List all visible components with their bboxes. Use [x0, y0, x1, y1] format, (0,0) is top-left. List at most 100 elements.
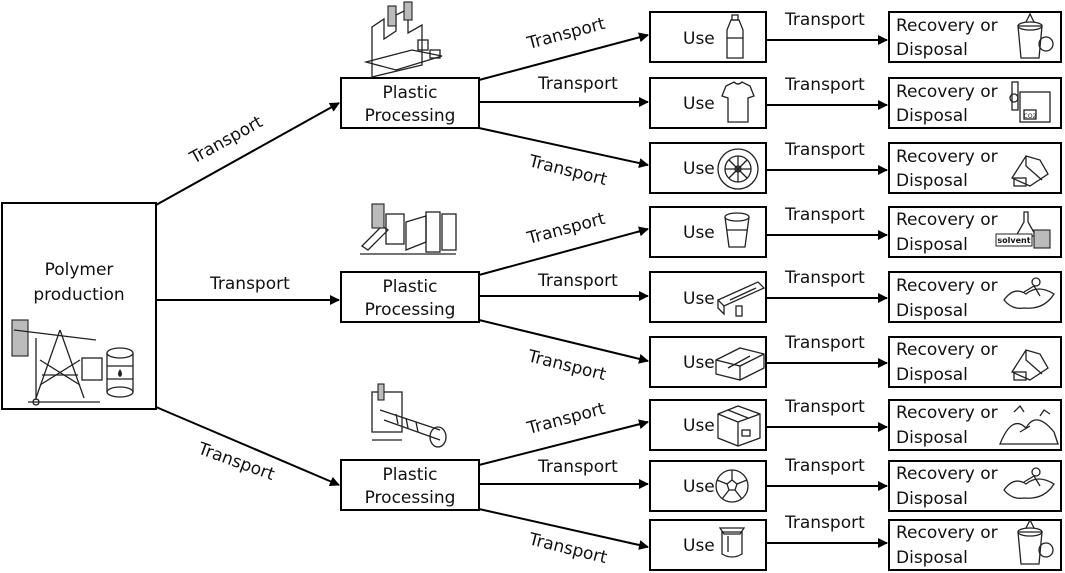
use-node-1: Use: [649, 11, 767, 63]
polymer-production-node: Polymer production: [1, 202, 157, 410]
recovery-label-1-line1: Recovery or: [896, 16, 998, 36]
recovery-label-5-line2: Disposal: [896, 301, 968, 321]
transport-label-r5: Transport: [784, 268, 865, 288]
cup-icon: [724, 212, 750, 248]
use-label-2: Use: [683, 94, 715, 114]
recovery-node-4: Recovery or Disposal solvent: [888, 206, 1062, 258]
shredder-machine-icon: [1011, 155, 1049, 187]
shredder-machine-icon-2: [1011, 349, 1049, 381]
use-label-7: Use: [683, 416, 715, 436]
processing-label-1-line1: Plastic: [383, 83, 438, 103]
pipe-machine-icon: [371, 383, 447, 448]
use-node-4: Use: [649, 206, 767, 258]
use-box-1: [649, 11, 767, 63]
recovery-node-1: Recovery or Disposal: [888, 11, 1062, 63]
recovery-node-7: Recovery or Disposal: [888, 399, 1062, 451]
use-node-2: Use: [649, 77, 767, 129]
transport-label-u2: Transport: [537, 74, 618, 94]
factory-icon: [363, 1, 443, 78]
sofa-icon: [715, 347, 765, 381]
recovery-label-1-line2: Disposal: [896, 40, 968, 60]
use-label-5: Use: [683, 289, 715, 309]
use-label-6: Use: [683, 353, 715, 373]
transport-label-p3: Transport: [194, 439, 277, 486]
recovery-label-2-line1: Recovery or: [896, 82, 998, 102]
use-node-6: Use: [649, 336, 767, 388]
processing-label-1-line2: Processing: [365, 106, 456, 126]
processing-label-2-line1: Plastic: [383, 277, 438, 297]
transport-label-r1: Transport: [784, 10, 865, 30]
solvent-flask-icon: solvent: [995, 211, 1051, 249]
extrusion-machine-icon: [360, 203, 457, 255]
use-label-8: Use: [683, 477, 715, 497]
recovery-label-6-line1: Recovery or: [896, 340, 998, 360]
tire-icon: [717, 148, 759, 190]
recovery-label-2-line2: Disposal: [896, 106, 968, 126]
edge-proc3-to-use9: [478, 508, 649, 550]
recovery-label-4-line2: Disposal: [896, 235, 968, 255]
recovery-box-7: [888, 399, 1062, 451]
transport-label-u6: Transport: [525, 346, 609, 385]
recovery-label-7-line2: Disposal: [896, 428, 968, 448]
transport-label-r2: Transport: [784, 75, 865, 95]
bin-liner-icon: [718, 527, 746, 558]
edge-proc1-to-use3: [478, 127, 649, 168]
use-label-1: Use: [683, 29, 715, 49]
bottle-icon: [726, 14, 744, 59]
use-box-2: [649, 77, 767, 129]
soccer-ball-icon: [715, 469, 749, 503]
transport-label-u7: Transport: [524, 399, 608, 439]
recovery-box-4: [888, 206, 1062, 258]
recovery-node-8: Recovery or Disposal: [888, 460, 1062, 512]
use-node-9: Use: [649, 519, 767, 571]
recovery-node-5: Recovery or Disposal: [888, 271, 1062, 323]
recovery-label-9-line2: Disposal: [896, 548, 968, 568]
edge-proc3-to-use7: [478, 419, 649, 466]
landfill-icon: [999, 404, 1059, 445]
use-node-8: Use: [649, 460, 767, 512]
edge-proc2-to-use4: [478, 226, 649, 276]
trash-bin-icon: [1017, 12, 1054, 59]
recovery-label-3-line2: Disposal: [896, 171, 968, 191]
plastic-processing-node-3: Plastic Processing: [340, 459, 480, 511]
recovery-box-2: [888, 77, 1062, 129]
tshirt-icon: [721, 81, 755, 123]
transport-label-r3: Transport: [784, 140, 865, 160]
recovery-label-8-line1: Recovery or: [896, 464, 998, 484]
co2-label: CO2: [1024, 113, 1037, 120]
edge-proc1-to-use1: [478, 32, 649, 81]
recovery-label-8-line2: Disposal: [896, 489, 968, 509]
recovery-label-5-line1: Recovery or: [896, 276, 998, 296]
use-label-4: Use: [683, 223, 715, 243]
recovery-node-2: Recovery or Disposal CO2: [888, 77, 1062, 129]
use-box-7: [649, 399, 767, 451]
polymer-label-line1: Polymer: [45, 260, 114, 280]
marine-litter-icon-2: [1003, 467, 1055, 499]
use-label-9: Use: [683, 536, 715, 556]
transport-label-r9: Transport: [784, 513, 865, 533]
use-box-5: [649, 271, 767, 323]
oil-barrel-icon: [106, 347, 134, 398]
recovery-node-3: Recovery or Disposal: [888, 142, 1062, 194]
recovery-label-3-line1: Recovery or: [896, 147, 998, 167]
cardboard-box-icon: [717, 405, 761, 447]
marine-litter-icon: [1003, 277, 1055, 309]
transport-label-r6: Transport: [784, 333, 865, 353]
use-node-5: Use: [649, 271, 767, 323]
recovery-label-7-line1: Recovery or: [896, 403, 998, 423]
recovery-label-9-line1: Recovery or: [896, 523, 998, 543]
processing-box-3: [340, 459, 480, 511]
polymer-label-line2: production: [33, 285, 124, 305]
plastic-processing-node-2: Plastic Processing: [340, 271, 480, 323]
transport-label-u5: Transport: [537, 271, 618, 291]
processing-label-2-line2: Processing: [365, 300, 456, 320]
window-frame-icon: [716, 281, 766, 317]
use-box-9: [649, 519, 767, 571]
incineration-plant-icon: CO2: [1009, 81, 1051, 123]
solvent-label: solvent: [997, 236, 1030, 245]
processing-label-3-line1: Plastic: [383, 465, 438, 485]
plastic-processing-node-1: Plastic Processing: [340, 77, 480, 129]
polymer-production-box: [1, 202, 157, 410]
